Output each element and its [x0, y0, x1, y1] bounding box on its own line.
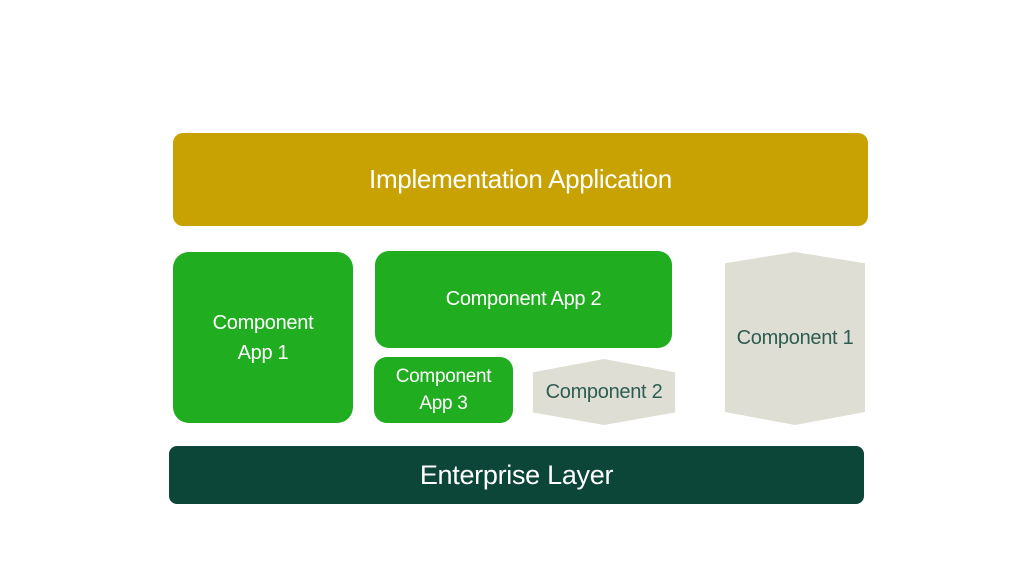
enterprise-layer-label: Enterprise Layer	[419, 459, 614, 490]
component-2-shape: Component 2	[533, 359, 675, 425]
component-app-1-label-line2: App 1	[237, 341, 289, 364]
implementation-application-label: Implementation Application	[369, 164, 672, 194]
enterprise-layer-banner: Enterprise Layer	[169, 446, 864, 504]
implementation-application-banner: Implementation Application	[173, 133, 868, 226]
component-app-2-box: Component App 2	[375, 251, 672, 348]
component-app-1-box: Component App 1	[173, 252, 353, 423]
component-2-label: Component 2	[545, 380, 663, 403]
component-app-3-box: Component App 3	[374, 357, 513, 423]
component-1-shape: Component 1	[725, 252, 865, 425]
component-app-1-label-line1: Component	[212, 311, 314, 334]
component-app-3-label-line1: Component	[395, 366, 492, 387]
component-1-label: Component 1	[736, 327, 854, 349]
component-app-3-label-line2: App 3	[419, 393, 468, 414]
component-app-2-label: Component App 2	[445, 288, 602, 310]
